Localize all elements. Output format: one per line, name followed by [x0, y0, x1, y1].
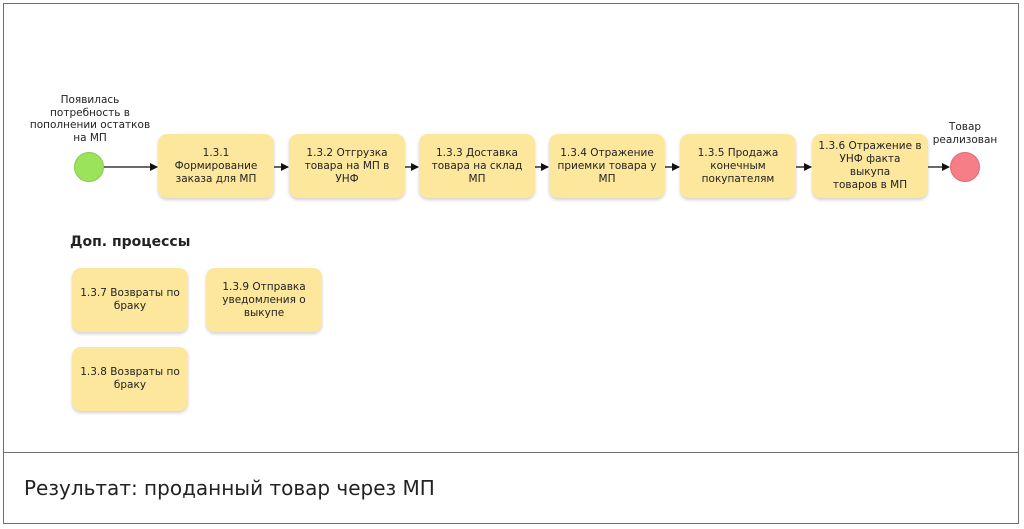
- start-event-label-line: на МП: [73, 131, 107, 144]
- end-event-label-line: Товар: [948, 121, 982, 133]
- task-1-3-6[interactable]: 1.3.6 Отражение в УНФ факта выкупа товар…: [812, 134, 928, 198]
- result-text: Результат: проданный товар через МП: [24, 476, 435, 500]
- task-1-3-3[interactable]: 1.3.3 Доставка товара на склад МП: [419, 134, 535, 198]
- start-event-label-line: пополнении остатков: [29, 119, 151, 131]
- task-label-line: приемки товара у: [557, 159, 657, 172]
- end-event: [950, 152, 980, 182]
- task-label-line: товара на МП в УНФ: [304, 159, 390, 185]
- task-label-line: уведомления о: [222, 293, 306, 306]
- task-label-line: 1.3.8 Возвраты по: [80, 366, 180, 378]
- task-label-line: товаров в МП: [832, 179, 908, 191]
- end-event-label: Товар реализован: [915, 121, 1015, 146]
- start-event: [74, 152, 104, 182]
- task-1-3-2[interactable]: 1.3.2 Отгрузка товара на МП в УНФ: [289, 134, 405, 198]
- task-1-3-1[interactable]: 1.3.1 Формирование заказа для МП: [158, 134, 274, 198]
- task-label-line: 1.3.2 Отгрузка: [306, 146, 388, 159]
- task-label-line: браку: [113, 300, 147, 312]
- task-label-line: 1.3.4 Отражение: [560, 146, 654, 159]
- task-label-line: УНФ факта выкупа: [839, 153, 901, 178]
- task-label-line: 1.3.9 Отправка: [222, 280, 306, 293]
- task-label-line: заказа для МП: [175, 172, 257, 185]
- task-1-3-5[interactable]: 1.3.5 Продажа конечным покупателям: [680, 134, 796, 198]
- task-1-3-4[interactable]: 1.3.4 Отражение приемки товара у МП: [549, 134, 665, 198]
- additional-processes-heading: Доп. процессы: [70, 234, 191, 250]
- task-label-line: покупателям: [701, 172, 775, 185]
- task-label-line: 1.3.5 Продажа: [697, 146, 779, 159]
- task-label-line: конечным: [710, 159, 766, 172]
- diagram-frame: [3, 3, 1019, 524]
- start-event-label: Появилась потребность в пополнении остат…: [26, 94, 154, 144]
- task-label-line: 1.3.7 Возвраты по: [80, 287, 180, 299]
- result-divider: [3, 452, 1019, 453]
- task-1-3-8[interactable]: 1.3.8 Возвраты по браку: [72, 347, 188, 411]
- end-event-label-line: реализован: [932, 133, 998, 146]
- task-label-line: браку: [113, 379, 147, 391]
- task-1-3-9[interactable]: 1.3.9 Отправка уведомления о выкупе: [206, 268, 322, 332]
- task-label-line: МП: [598, 172, 616, 185]
- task-1-3-7[interactable]: 1.3.7 Возвраты по браку: [72, 268, 188, 332]
- start-event-label-line: потребность в: [50, 106, 130, 119]
- task-label-line: 1.3.3 Доставка: [436, 146, 518, 159]
- task-label-line: товара на склад МП: [431, 159, 523, 185]
- task-label-line: 1.3.1 Формирование: [174, 146, 258, 172]
- start-event-label-line: Появилась: [60, 94, 120, 106]
- task-label-line: выкупе: [243, 306, 285, 319]
- task-label-line: 1.3.6 Отражение в: [818, 140, 922, 152]
